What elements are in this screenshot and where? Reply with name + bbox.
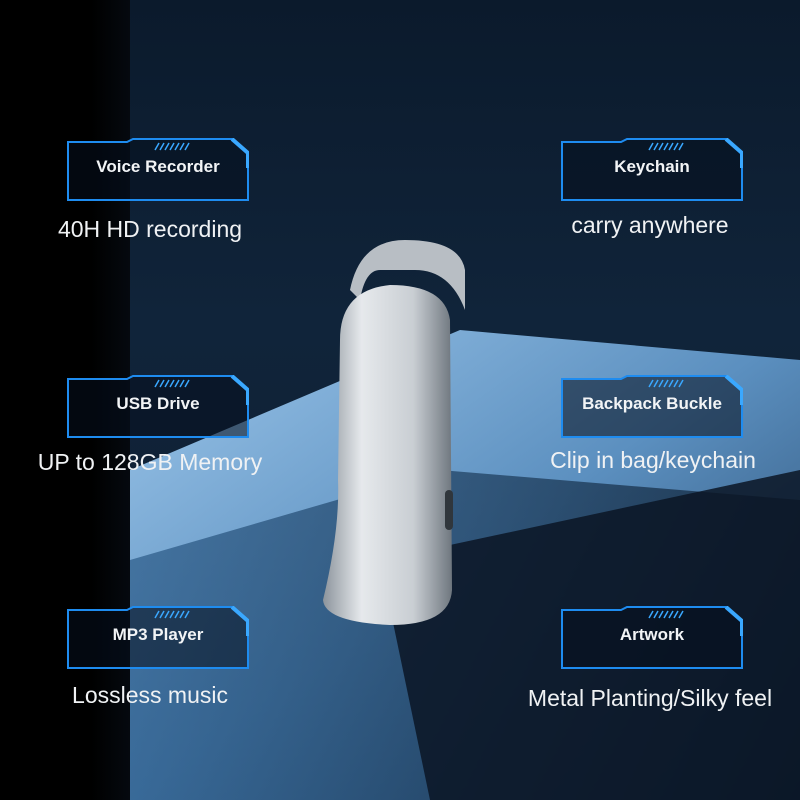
caption-mp3-player: Lossless music [72,682,228,708]
badge-title: Voice Recorder [96,157,220,176]
badge-artwork: Artwork [561,606,743,670]
badge-backpack-buckle: Backpack Buckle [561,375,743,439]
caption-usb-drive: UP to 128GB Memory [37,449,263,475]
caption-keychain: carry anywhere [571,212,729,238]
caption-artwork: Metal Planting/Silky feel [527,685,773,711]
badge-title: USB Drive [116,394,200,413]
badge-frame-icon [67,138,249,201]
badge-title: MP3 Player [112,625,204,644]
badge-frame-icon [561,138,743,201]
badge-title: Keychain [614,157,690,176]
badge-frame-icon [561,606,743,669]
badge-title: Artwork [619,625,685,644]
badge-frame-icon [67,375,249,438]
badge-title: Backpack Buckle [582,394,722,413]
badge-voice-recorder: Voice Recorder [67,138,249,202]
badge-mp3-player: MP3 Player [67,606,249,670]
badge-usb-drive: USB Drive [67,375,249,439]
caption-backpack-buckle: Clip in bag/keychain [550,447,756,473]
voice-recorder-device-image [323,240,465,625]
badge-frame-icon [561,375,743,438]
caption-voice-recorder: 40H HD recording [57,216,243,242]
badge-frame-icon [67,606,249,669]
badge-keychain: Keychain [561,138,743,202]
